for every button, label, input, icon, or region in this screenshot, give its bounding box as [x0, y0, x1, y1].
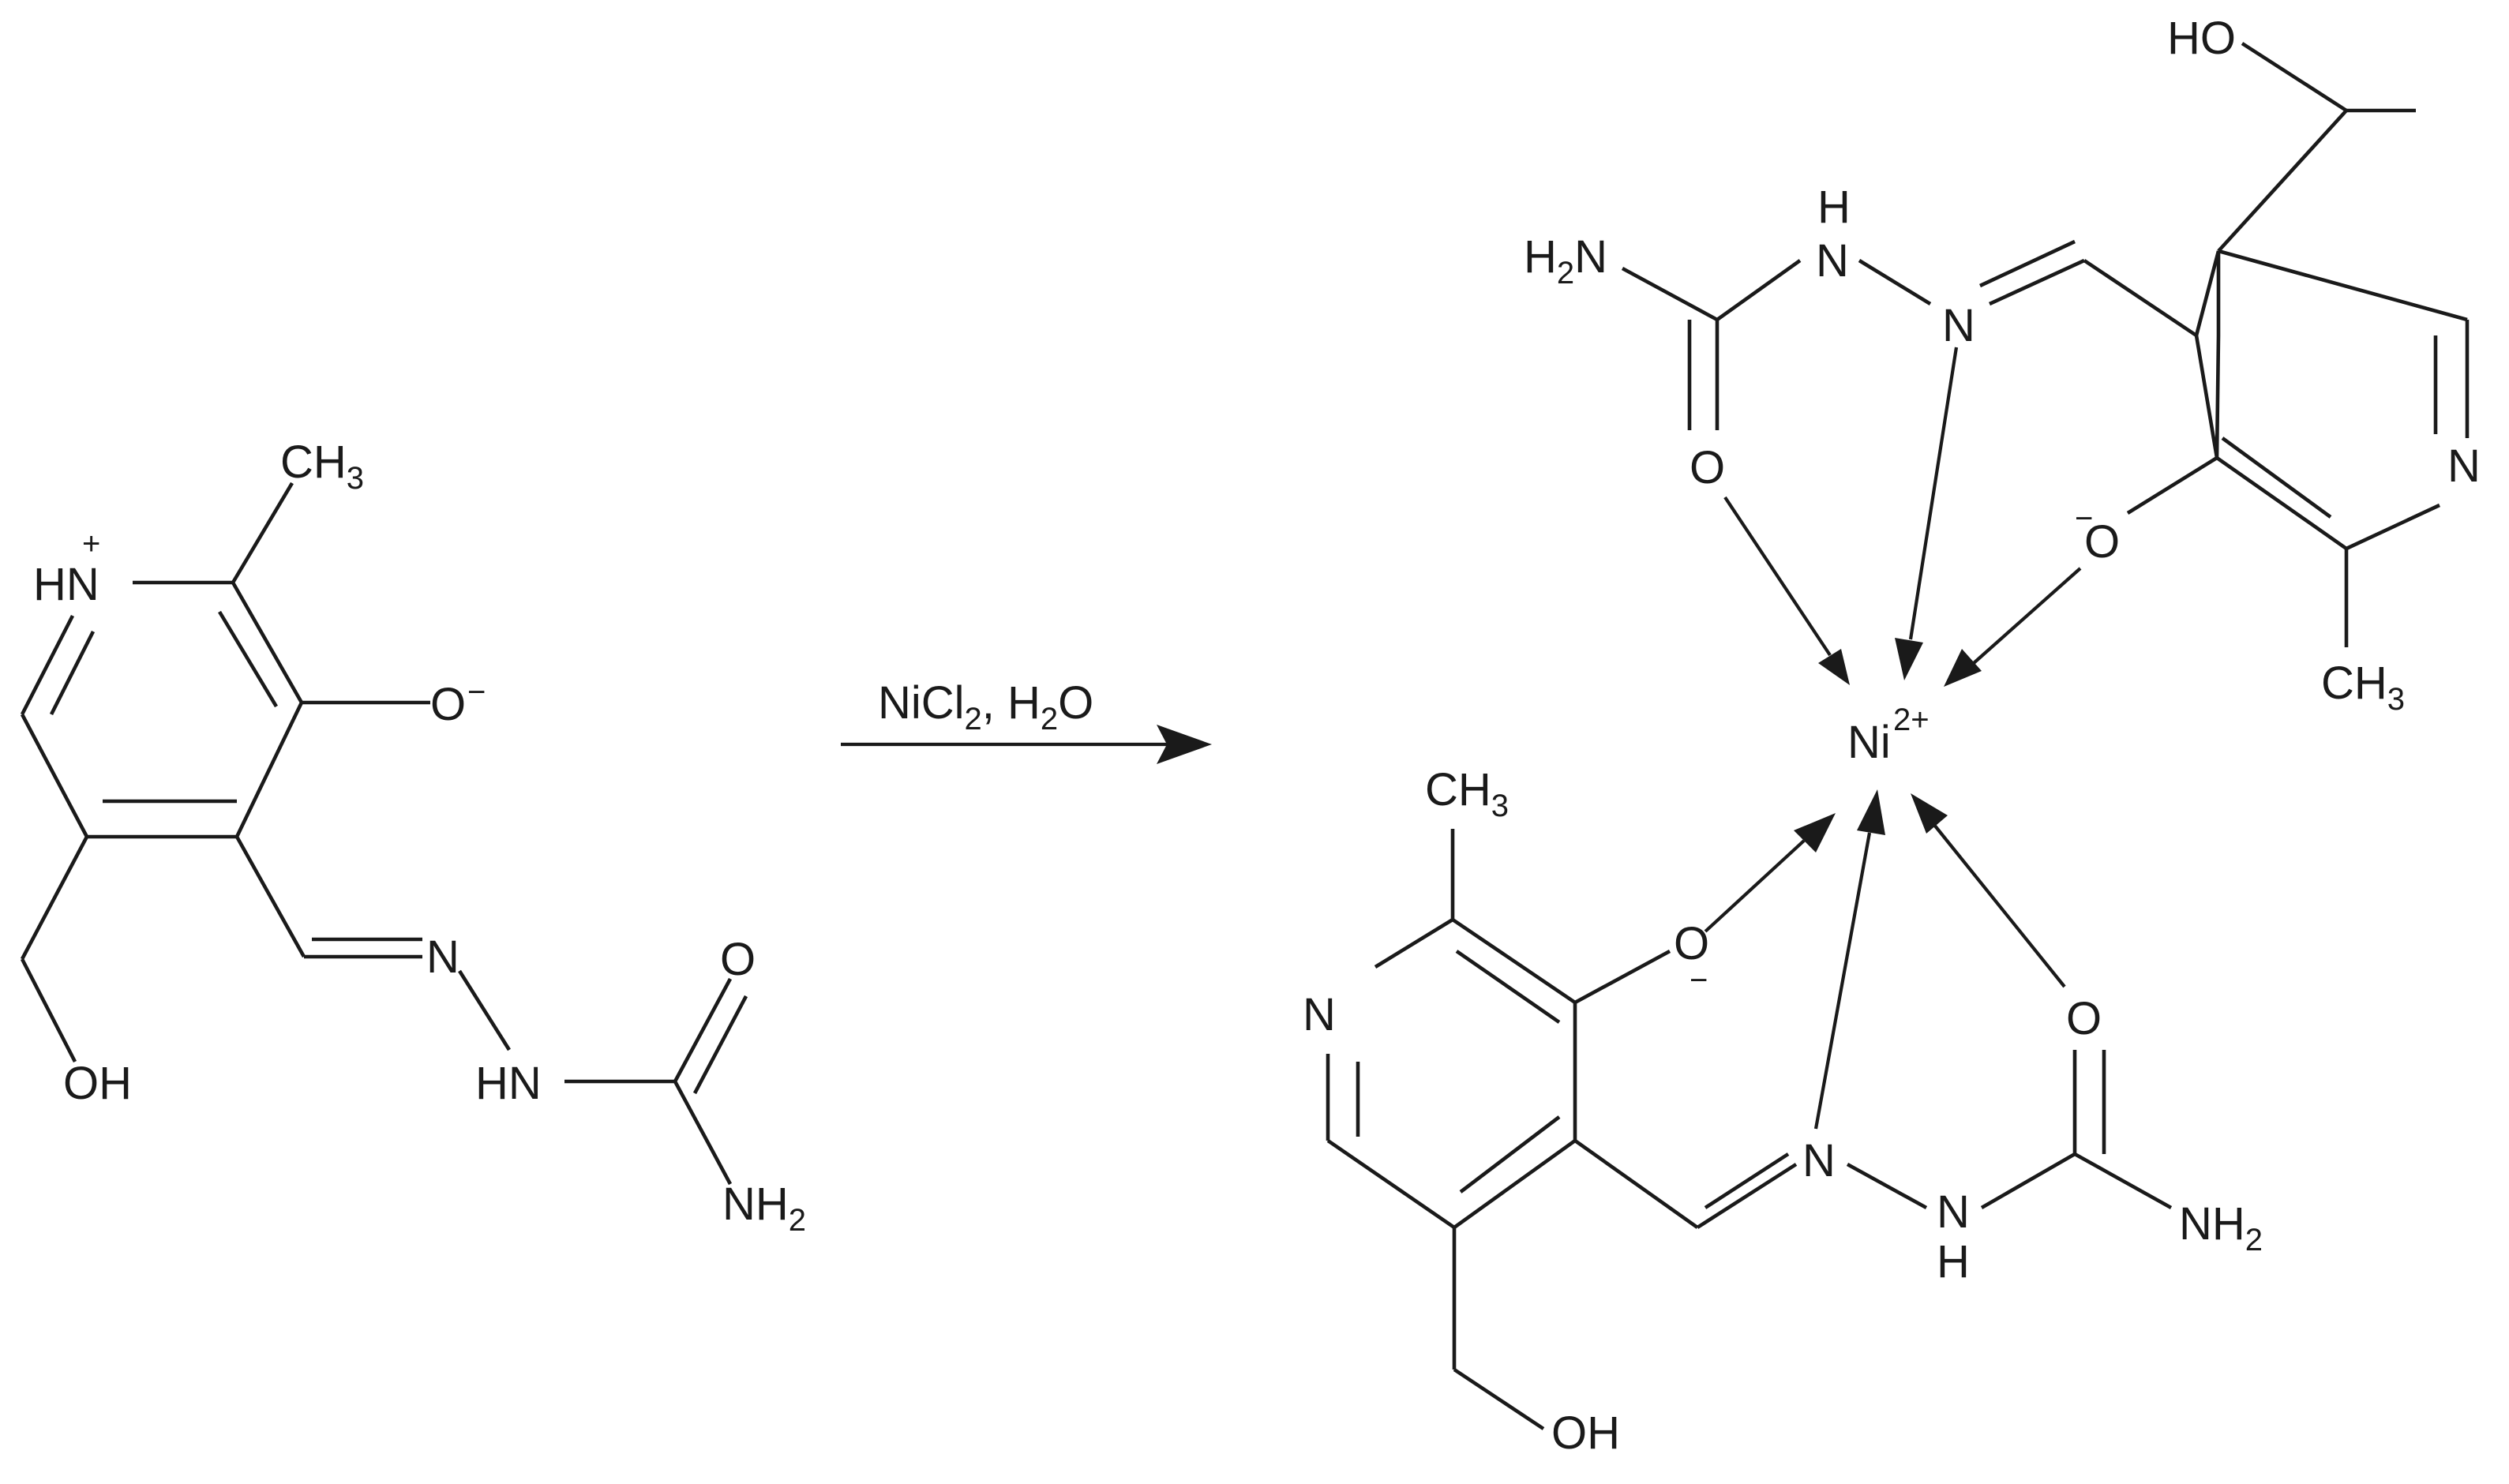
lower-nh2-label: NH2 — [2179, 1198, 2263, 1257]
lower-imine-n-label: N — [1802, 1135, 1836, 1186]
lower-ch3-label: CH3 — [1425, 764, 1509, 823]
reactant-molecule: HN + CH3 O − N HN O NH2 OH — [20, 437, 806, 1238]
upper-ligand-labels: HO H N H2N N O O − N CH3 — [1524, 13, 2481, 717]
upper-phenolate-charge: − — [2075, 501, 2093, 536]
lower-phenolate-o-label: O — [1674, 918, 1709, 969]
reagent-label: NiCl2, H2O — [878, 677, 1093, 736]
nickel-charge-label: 2+ — [1893, 703, 1930, 737]
lower-phenolate-charge: − — [1690, 963, 1708, 998]
reactant-oh-label: OH — [63, 1058, 132, 1109]
lower-nh-n-label: N — [1937, 1186, 1970, 1238]
reactant-o-minus-charge: − — [467, 675, 486, 710]
coord-lower-carbonyl-head — [1911, 793, 1948, 834]
product-complex: Ni 2+ — [1303, 13, 2481, 1459]
reaction-arrow-head — [1157, 725, 1212, 764]
upper-ligand-bonds — [1621, 42, 2470, 647]
lower-carbonyl-o-label: O — [2066, 993, 2102, 1044]
lower-nh-h-label: H — [1937, 1236, 1970, 1287]
coord-lower-carbonyl-arrow — [1933, 823, 2066, 988]
reactant-bonds — [20, 482, 748, 1186]
reactant-hn-label: HN — [33, 559, 99, 610]
lower-pyridine-n-label: N — [1303, 989, 1336, 1040]
upper-ligand: HO H N H2N N O O − N CH3 — [1524, 13, 2481, 717]
coord-upper-imine-arrow — [1908, 347, 1959, 640]
lower-oh-label: OH — [1551, 1407, 1620, 1459]
coordination-bonds — [1704, 347, 2082, 1130]
coord-lower-imine-head — [1857, 789, 1885, 835]
coord-lower-phenolate-head — [1794, 813, 1836, 853]
coord-upper-phenolate-arrow — [1972, 567, 2082, 665]
upper-carbonyl-o-label: O — [1690, 442, 1725, 493]
upper-pyridine-n-label: N — [2447, 440, 2481, 492]
coord-upper-imine-head — [1895, 638, 1923, 680]
upper-phenolate-o-label: O — [2084, 516, 2120, 568]
reactant-hn-charge: + — [82, 527, 100, 561]
lower-ligand-bonds — [1326, 829, 2173, 1430]
reactant-nh2-label: NH2 — [722, 1179, 806, 1238]
upper-nh-n-label: N — [1816, 235, 1849, 287]
reactant-hn-hydrazide-label: HN — [475, 1058, 542, 1109]
reactant-labels: HN + CH3 O − N HN O NH2 OH — [33, 437, 806, 1238]
upper-ho-label: HO — [2167, 13, 2236, 64]
reactant-o-minus-label: O — [430, 679, 466, 730]
coord-lower-phenolate-arrow — [1704, 839, 1806, 933]
lower-ligand: CH3 N O − N O N H NH2 OH — [1303, 764, 2263, 1459]
upper-ch3-label: CH3 — [2321, 658, 2405, 717]
upper-nh-h-label: H — [1817, 182, 1851, 233]
coord-upper-carbonyl-arrow — [1723, 496, 1832, 657]
upper-h2n-label: H2N — [1524, 231, 1607, 290]
coord-lower-imine-arrow — [1813, 832, 1872, 1130]
nickel-center-label: Ni — [1847, 717, 1891, 768]
reactant-imine-n-label: N — [426, 931, 459, 983]
lower-ligand-labels: CH3 N O − N O N H NH2 OH — [1303, 764, 2263, 1459]
reactant-ch3-label: CH3 — [280, 437, 364, 496]
coord-upper-carbonyl-head — [1818, 649, 1850, 685]
reaction-arrow: NiCl2, H2O — [841, 677, 1212, 764]
upper-imine-n-label: N — [1942, 300, 1975, 351]
reactant-carbonyl-o-label: O — [720, 934, 756, 985]
coord-upper-phenolate-head — [1944, 649, 1982, 687]
